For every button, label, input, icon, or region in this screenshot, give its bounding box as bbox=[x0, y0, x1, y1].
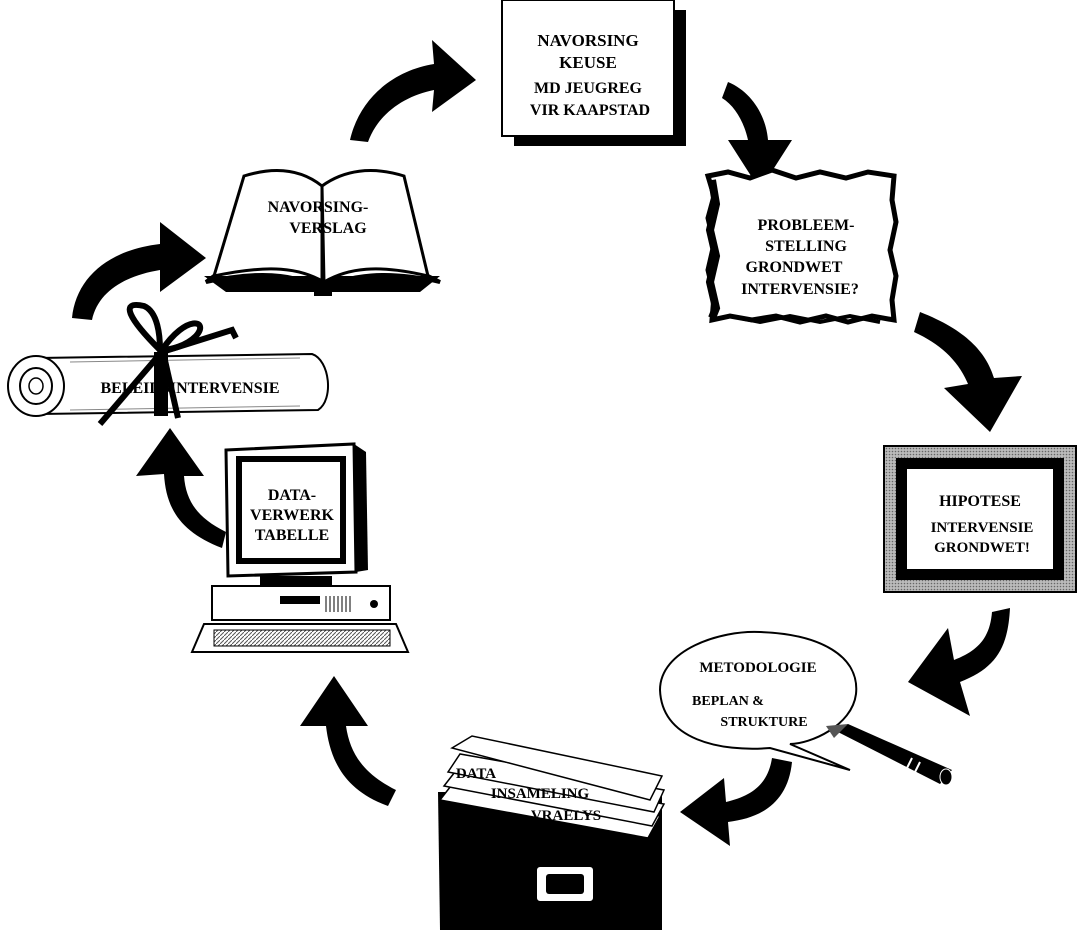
probleem-line4: INTERVENSIE? bbox=[741, 281, 859, 298]
arrow-keuse-to-probleem bbox=[722, 82, 792, 190]
dataverwerk-line2: VERWERK bbox=[250, 507, 334, 524]
keuse-line1: NAVORSING bbox=[537, 31, 638, 50]
data-line2: INSAMELING bbox=[491, 786, 590, 802]
arrow-data-to-computer bbox=[300, 676, 396, 806]
dataverwerk-line1: DATA- bbox=[268, 487, 316, 504]
probleem-line1: PROBLEEM- bbox=[758, 217, 855, 234]
metodologie-line2: BEPLAN & bbox=[692, 694, 764, 709]
metodologie-line3: STRUKTURE bbox=[720, 715, 807, 730]
arrow-metodologie-to-data bbox=[680, 758, 792, 846]
beleid-label: BELEIDSINTERVENSIE bbox=[100, 380, 279, 397]
probleem-line3: GRONDWET bbox=[746, 259, 843, 276]
arrow-beleid-to-verslag bbox=[72, 222, 206, 320]
pencil-icon bbox=[826, 724, 953, 786]
arrow-verslag-to-keuse bbox=[350, 40, 476, 142]
verslag-line1: NAVORSING- bbox=[268, 199, 369, 216]
keuse-line2: KEUSE bbox=[559, 53, 617, 72]
probleem-line2: STELLING bbox=[765, 238, 847, 255]
metodologie-speech-bubble-icon: METODOLOGIE BEPLAN & STRUKTURE bbox=[658, 630, 858, 771]
probleemstelling-parchment-icon: PROBLEEM- STELLING GRONDWET INTERVENSIE? bbox=[704, 167, 899, 325]
hipotese-line3: GRONDWET! bbox=[934, 540, 1030, 556]
data-insameling-card-file-icon: DATA INSAMELING VRAELYS bbox=[438, 735, 666, 930]
keuse-line3: MD JEUGREG bbox=[534, 80, 643, 97]
arrow-probleem-to-hipotese bbox=[914, 312, 1022, 432]
navorsingverslag-open-book-icon: NAVORSING- VERSLAG bbox=[204, 169, 441, 296]
metodologie-line1: METODOLOGIE bbox=[699, 660, 816, 676]
hipotese-line1: HIPOTESE bbox=[939, 493, 1021, 510]
navorsing-keuse-document: NAVORSING KEUSE MD JEUGREG VIR KAAPSTAD bbox=[501, 0, 686, 146]
ribbon-icon bbox=[97, 301, 239, 426]
hipotese-line2: INTERVENSIE bbox=[931, 520, 1034, 536]
arrow-hipotese-to-metodologie bbox=[908, 608, 1010, 716]
verslag-line2: VERSLAG bbox=[289, 220, 367, 237]
keuse-line4: VIR KAAPSTAD bbox=[530, 102, 650, 119]
data-line3: VRAELYS bbox=[531, 808, 601, 824]
hipotese-framed-picture-icon: HIPOTESE INTERVENSIE GRONDWET! bbox=[883, 445, 1077, 593]
computer-icon: DATA- VERWERK TABELLE bbox=[190, 442, 410, 653]
dataverwerk-line3: TABELLE bbox=[255, 527, 329, 544]
data-line1: DATA bbox=[456, 766, 496, 782]
beleidsintervensie-scroll-icon: BELEIDSINTERVENSIE bbox=[7, 352, 330, 417]
arrow-computer-to-beleid bbox=[136, 428, 226, 548]
